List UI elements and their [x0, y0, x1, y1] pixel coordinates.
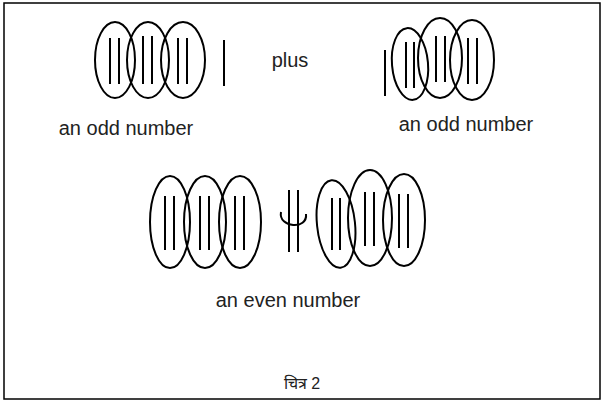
- operator-word: plus: [272, 49, 309, 71]
- number-label: an odd number: [59, 117, 194, 139]
- odd-number-left: [95, 22, 224, 98]
- even-number-left: [150, 176, 261, 268]
- number-label: an odd number: [399, 113, 534, 135]
- figure-caption: चित्र 2: [284, 375, 320, 393]
- joined-pair-symbol: [281, 190, 306, 252]
- even-number-right: [313, 170, 425, 270]
- number-label: an even number: [216, 289, 361, 311]
- frame-border: [4, 3, 600, 399]
- odd-number-right: [385, 18, 494, 101]
